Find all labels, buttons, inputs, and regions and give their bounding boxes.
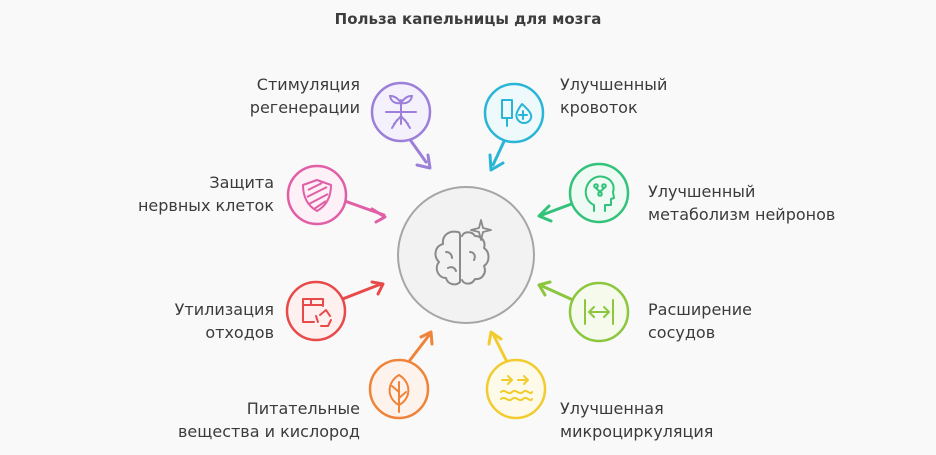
- label-bloodflow: Улучшенный кровоток: [560, 73, 667, 119]
- label-protection-line1: Защита: [209, 173, 274, 192]
- arrow-protection: [340, 198, 387, 224]
- leaf-icon: [388, 374, 410, 413]
- label-microcirculation-line2: микроциркуляция: [560, 422, 714, 441]
- label-vessels: Расширение сосудов: [648, 298, 752, 344]
- label-nutrients: Питательные вещества и кислород: [178, 397, 360, 443]
- label-bloodflow-line1: Улучшенный: [560, 75, 668, 94]
- label-waste: Утилизация отходов: [175, 298, 274, 344]
- node-microcirculation: [485, 330, 547, 420]
- waves-arrows-icon: [500, 375, 533, 402]
- label-metabolism-line2: метаболизм нейронов: [648, 205, 836, 224]
- arrow-metabolism: [537, 201, 576, 223]
- label-nutrients-line2: вещества и кислород: [178, 422, 360, 441]
- node-metabolism: [537, 162, 630, 224]
- expand-arrows-icon: [584, 299, 614, 325]
- shield-icon: [302, 179, 332, 212]
- label-vessels-line1: Расширение: [648, 300, 752, 319]
- box-recycle-icon: [302, 298, 332, 327]
- arrow-vessels: [537, 280, 575, 302]
- label-microcirculation-line1: Улучшенная: [560, 399, 664, 418]
- node-regeneration: [370, 81, 432, 170]
- node-nutrients: [368, 330, 434, 420]
- node-vessels: [537, 280, 630, 343]
- head-circuit-icon: [584, 175, 615, 212]
- arrow-waste: [338, 280, 385, 302]
- label-bloodflow-line2: кровоток: [560, 98, 638, 117]
- label-metabolism-line1: Улучшенный: [648, 182, 756, 201]
- node-waste: [285, 280, 385, 342]
- label-regeneration-line1: Стимуляция: [256, 75, 360, 94]
- label-vessels-line2: сосудов: [648, 323, 716, 342]
- sprout-roots-icon: [385, 94, 417, 129]
- node-protection: [286, 164, 387, 226]
- brain-sparkle-icon: [434, 219, 492, 286]
- label-protection-line2: нервных клеток: [137, 196, 274, 215]
- center-node: [397, 186, 535, 324]
- label-waste-line1: Утилизация: [174, 300, 274, 319]
- label-metabolism: Улучшенный метаболизм нейронов: [648, 180, 835, 226]
- label-nutrients-line1: Питательные: [246, 399, 360, 418]
- label-microcirculation: Улучшенная микроциркуляция: [560, 397, 713, 443]
- iv-drop-icon: [501, 99, 533, 127]
- arrow-nutrients: [405, 330, 434, 366]
- arrow-microcirculation: [487, 330, 510, 366]
- node-bloodflow: [483, 82, 545, 172]
- label-regeneration: Стимуляция регенерации: [250, 73, 360, 119]
- label-protection: Защита нервных клеток: [138, 171, 274, 217]
- diagram-title: Польза капельницы для мозга: [334, 10, 602, 28]
- label-regeneration-line2: регенерации: [249, 98, 360, 117]
- label-waste-line2: отходов: [205, 323, 274, 342]
